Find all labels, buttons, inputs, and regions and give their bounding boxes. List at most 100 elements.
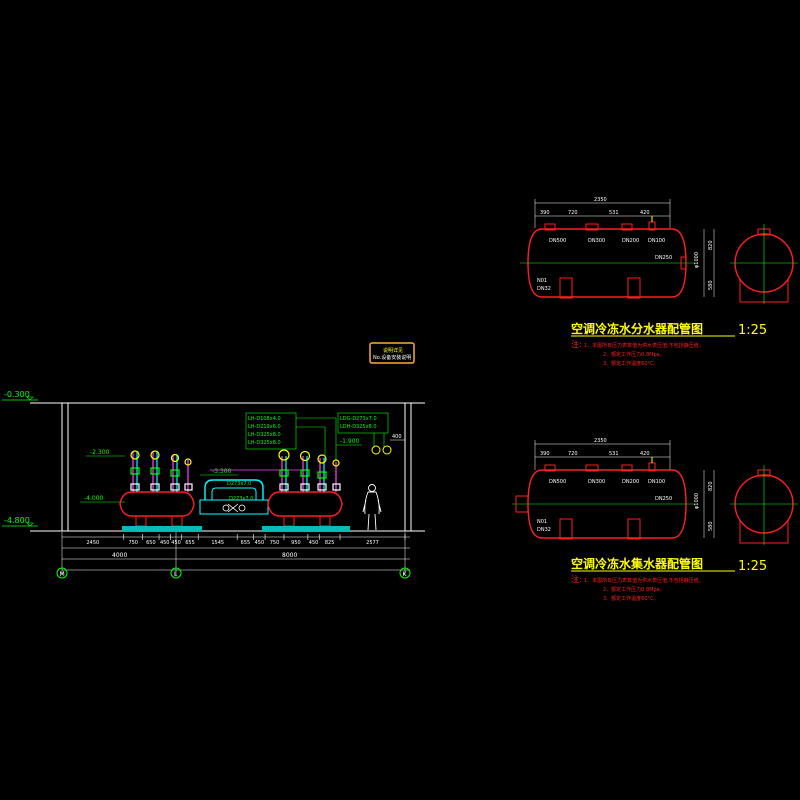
human-figure-icon <box>362 484 382 531</box>
left-wall <box>61 402 69 532</box>
level-marker: -4.000 <box>80 495 125 503</box>
segment-dim-label: 450 <box>160 540 170 546</box>
note-box: 说明详见 No.设备安装说明 <box>369 342 415 364</box>
axis-label: L <box>174 571 178 578</box>
note-line: 1、本图所有压力表数值为供水表压值,不包括静压值。 <box>584 577 704 584</box>
riser-group-left <box>130 450 193 492</box>
note-line: 2、额定工作压力0.8Mpa。 <box>603 351 665 358</box>
drain-size: DN32 <box>537 286 551 292</box>
scale-label: 1:25 <box>738 323 767 338</box>
axis-label: M <box>60 571 65 578</box>
level-label: -4.800 <box>4 516 30 525</box>
drain-size: DN32 <box>537 527 551 533</box>
axis-marker-l: L <box>170 567 182 579</box>
height-label: 820 <box>708 240 714 250</box>
segment-dim-label: 2577 <box>366 540 379 546</box>
nozzle-label: DN100 <box>648 238 665 244</box>
pipe-leaders <box>245 412 389 460</box>
nozzle-label: DN500 <box>549 238 566 244</box>
note-box-line: 说明详见 <box>383 347 403 354</box>
note-line: 1、本图所有压力表数值为供水表压值,不包括静压值。 <box>584 342 704 349</box>
segment-dim: 720 <box>568 210 578 216</box>
drawing-title: 空调冷冻水集水器配管图 <box>571 556 703 571</box>
span-label: 8000 <box>282 552 297 559</box>
vessel-left <box>119 491 202 531</box>
segment-dim-label: 655 <box>241 540 251 546</box>
scale-label: 1:25 <box>738 559 767 574</box>
note-line: 3、额定工作温度60°C。 <box>603 595 659 602</box>
segment-dim-label: 825 <box>325 540 335 546</box>
pipe-label: LH-D108x4.0 <box>248 416 281 422</box>
segment-dim-label: 750 <box>128 540 138 546</box>
segment-dim: 420 <box>640 210 650 216</box>
notes-head: 注: <box>571 574 582 584</box>
segment-dim: 531 <box>609 451 619 457</box>
segment-dim-label: 450 <box>255 540 265 546</box>
height-label: 820 <box>708 481 714 491</box>
vessel-right <box>262 491 350 531</box>
segment-dim-label: 450 <box>171 540 181 546</box>
note-box-line: No.设备安装说明 <box>373 354 411 361</box>
level-label: -4.000 <box>84 495 104 502</box>
main-pipe-label: DN250 <box>655 496 672 502</box>
note-line: 3、额定工作温度60°C。 <box>603 360 659 367</box>
nozzle-label: DN200 <box>622 238 639 244</box>
right-wall <box>404 402 412 532</box>
pipe-label: LH-D325x8.0 <box>248 432 281 438</box>
pipe-end-circle <box>382 445 392 455</box>
level-marker: -4.800 <box>2 516 38 527</box>
overall-dim: 2350 <box>594 438 607 444</box>
segment-dim-label: 655 <box>185 540 195 546</box>
nozzle-label: DN500 <box>549 479 566 485</box>
segment-dim-label: 650 <box>146 540 156 546</box>
segment-dim-label: 450 <box>309 540 319 546</box>
level-label: -0.300 <box>4 390 30 399</box>
level-marker: -1.900 <box>336 438 362 446</box>
notes-head: 注: <box>571 339 582 349</box>
drawing-title: 空调冷冻水分水器配管图 <box>571 321 703 336</box>
segment-dim-label: 750 <box>270 540 280 546</box>
pipe-label: LH-D325x8.0 <box>248 440 281 446</box>
axis-marker-m: M <box>56 567 68 579</box>
note-line: 2、额定工作压力0.8Mpa。 <box>603 586 665 593</box>
segment-dim-label: 2450 <box>87 540 100 546</box>
level-label: -2.300 <box>90 449 110 456</box>
dim-label: 400 <box>392 434 402 440</box>
segment-dim-label: 1545 <box>211 540 224 546</box>
diameter-label: φ1000 <box>694 252 700 268</box>
segment-dim: 720 <box>568 451 578 457</box>
overall-dim: 2350 <box>594 197 607 203</box>
nozzle-label: DN300 <box>588 479 605 485</box>
drain-label: N01 <box>537 278 547 284</box>
level-label: -3.300 <box>212 468 232 475</box>
elevation-view: -0.300 -4.800 -2.300 -4.000 -3.300 -1.90… <box>2 342 425 579</box>
axis-marker-k: K <box>399 567 411 579</box>
segment-dim: 390 <box>540 210 550 216</box>
collector-drawing: 2350 390 720 531 420 DN500 DN300 DN200 D… <box>512 438 798 602</box>
nozzle-label: DN300 <box>588 238 605 244</box>
segment-dim-label: 950 <box>291 540 301 546</box>
level-marker: -0.300 <box>2 390 38 401</box>
segment-dim: 531 <box>609 210 619 216</box>
nozzle-label: DN100 <box>648 479 665 485</box>
level-marker: -3.300 <box>200 468 238 476</box>
axis-label: K <box>403 571 408 578</box>
height-label: 580 <box>708 280 714 290</box>
level-marker: -2.300 <box>86 449 125 457</box>
main-pipe-label: DN250 <box>655 255 672 261</box>
segment-dim: 390 <box>540 451 550 457</box>
height-label: 580 <box>708 521 714 531</box>
pipe-label: LDG-D273x7.0 <box>340 416 377 422</box>
nozzle-label: DN200 <box>622 479 639 485</box>
pipe-label: LDH-D325x8.0 <box>340 424 377 430</box>
level-label: -1.900 <box>340 438 360 445</box>
cross-label: D273x7.0 <box>229 496 253 502</box>
pipe-label: LH-D219x6.0 <box>248 424 281 430</box>
riser-group-right <box>278 449 341 492</box>
drain-label: N01 <box>537 519 547 525</box>
span-label: 4000 <box>112 552 127 559</box>
segment-dim: 420 <box>640 451 650 457</box>
distributor-drawing: 2350 390 720 531 420 DN500 DN300 DN200 D… <box>520 197 798 367</box>
cross-label: D273x7.0 <box>227 481 251 487</box>
